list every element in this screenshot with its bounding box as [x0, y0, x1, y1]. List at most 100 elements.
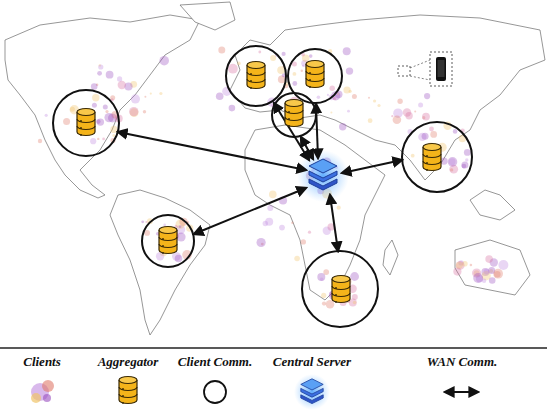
client-dot	[270, 55, 276, 61]
client-dot	[102, 138, 105, 141]
client-dot	[301, 239, 306, 244]
client-dot	[333, 97, 336, 100]
client-dot	[105, 110, 108, 113]
client-dot	[237, 62, 241, 66]
client-dot	[346, 67, 353, 74]
client-dot	[90, 138, 96, 144]
client-dot	[97, 118, 104, 125]
client-dot	[485, 255, 493, 263]
client-dot	[350, 272, 359, 281]
client-dot	[337, 93, 339, 95]
client-dot	[70, 107, 75, 112]
client-dot	[117, 76, 122, 81]
client-dot	[91, 83, 98, 90]
client-dot	[258, 51, 261, 54]
client-dot	[373, 99, 376, 102]
client-dot	[279, 225, 285, 231]
client-dot	[397, 99, 402, 104]
client-dot	[448, 157, 458, 167]
client-dot	[263, 221, 268, 226]
client-dot	[453, 268, 461, 276]
client-dot	[129, 107, 138, 116]
client-dot	[422, 133, 429, 140]
legend-label: Clients	[23, 354, 61, 370]
client-dot	[63, 118, 70, 125]
client-dot	[368, 118, 373, 123]
client-dot	[92, 103, 97, 108]
client-dot	[429, 127, 434, 132]
client-dot	[45, 114, 48, 117]
client-dot	[456, 262, 463, 269]
client-dot	[449, 158, 456, 165]
client-dot	[414, 111, 416, 113]
client-dot	[418, 103, 423, 108]
client-dot	[347, 110, 350, 113]
client-dot	[465, 158, 468, 161]
client-dot	[462, 261, 468, 267]
client-dot	[309, 54, 313, 58]
client-dot	[179, 226, 182, 229]
client-dot	[330, 111, 332, 113]
client-dot	[464, 149, 471, 156]
client-dot	[461, 162, 468, 169]
client-dot	[462, 164, 467, 169]
client-dot	[377, 104, 380, 107]
client-dot	[229, 105, 236, 112]
client-dot	[92, 94, 99, 101]
client-dot	[337, 206, 341, 210]
client-dot	[291, 222, 293, 224]
client-dot	[293, 72, 297, 76]
client-dot	[393, 115, 402, 124]
legend-label: WAN Comm.	[427, 354, 498, 370]
client-dot	[320, 278, 324, 282]
client-dot	[228, 64, 238, 74]
client-dot	[150, 93, 152, 95]
client-dot	[294, 256, 300, 262]
client-dot	[493, 269, 503, 279]
client-dot	[106, 71, 114, 79]
client-dot	[38, 139, 42, 143]
client-dot	[141, 220, 144, 223]
client-dot	[391, 115, 393, 117]
client-dot	[327, 94, 329, 96]
client-dot	[97, 138, 99, 140]
client-dot	[450, 168, 453, 171]
client-dot	[145, 221, 147, 223]
client-dot	[470, 264, 473, 267]
client-dot	[453, 129, 458, 134]
client-dot	[143, 110, 146, 113]
client-dot	[317, 273, 325, 281]
client-dot	[218, 47, 225, 54]
client-dot	[301, 70, 303, 72]
client-dot	[498, 260, 508, 270]
client-dot	[489, 277, 496, 284]
client-dot	[292, 81, 297, 86]
client-dot	[97, 71, 102, 76]
client-dot	[118, 81, 126, 89]
client-dot	[403, 108, 411, 116]
client-dot	[131, 94, 140, 103]
client-dot	[422, 113, 430, 121]
client-dot	[411, 154, 415, 158]
client-dot	[343, 47, 351, 55]
client-dot	[308, 231, 311, 234]
client-dot	[267, 205, 273, 211]
client-dot	[321, 293, 326, 298]
client-dot	[257, 238, 266, 247]
client-dot	[175, 255, 183, 263]
legend-label: Central Server	[273, 354, 351, 370]
client-dot	[352, 94, 357, 99]
client-dot	[330, 86, 335, 91]
client-dot	[216, 92, 224, 100]
client-dot	[473, 273, 483, 283]
client-dot	[144, 96, 146, 98]
client-dot	[302, 65, 304, 67]
client-dot	[159, 92, 162, 95]
client-dot	[104, 113, 113, 122]
legend-label: Aggregator	[98, 354, 159, 370]
client-dot	[430, 131, 437, 138]
client-dot	[353, 301, 357, 305]
client-dot	[323, 269, 329, 275]
client-dot	[339, 123, 346, 130]
client-dot	[484, 269, 490, 275]
